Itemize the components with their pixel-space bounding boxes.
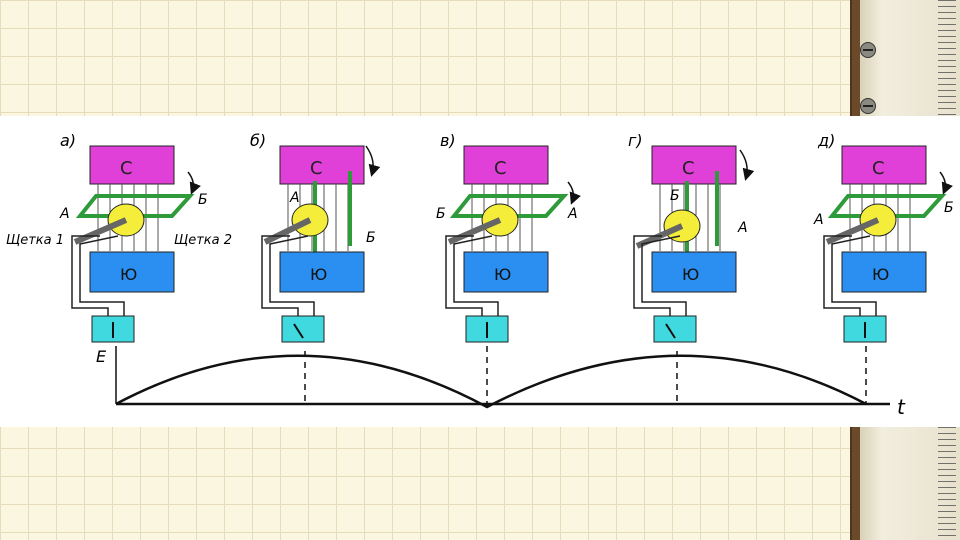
side-a-label: А [737, 220, 748, 236]
screw-icon [860, 42, 876, 58]
stage-label: г) [628, 131, 643, 150]
stage-label: в) [440, 131, 456, 150]
galvanometer [653, 315, 697, 343]
south-pole [841, 251, 927, 293]
galvanometer [281, 315, 325, 343]
south-pole [651, 251, 737, 293]
side-a-label: А [59, 206, 70, 222]
south-label: Ю [494, 265, 511, 284]
north-pole [463, 145, 549, 185]
north-label: С [872, 158, 885, 179]
emf-curve [115, 354, 867, 409]
stage-c: в) С Б А Ю [436, 131, 581, 343]
south-label: Ю [872, 265, 889, 284]
stage-label: б) [250, 131, 266, 150]
south-pole [279, 251, 365, 293]
diagram-panel: Е t а) С А Б Щетка 1 Щетка 2 Ю б) С [0, 116, 960, 427]
side-b-label: Б [198, 192, 208, 208]
emf-label: Е [96, 347, 107, 366]
shaft [73, 217, 128, 245]
north-pole [841, 145, 927, 185]
time-label: t [897, 395, 906, 419]
screw-icon [860, 98, 876, 114]
side-b-label: Б [366, 230, 376, 246]
south-pole [463, 251, 549, 293]
stage-a: а) С А Б Щетка 1 Щетка 2 Ю [6, 131, 232, 343]
stage-e: д) С А Б Ю [813, 131, 954, 343]
south-label: Ю [120, 265, 137, 284]
shaft [263, 217, 312, 245]
north-label: С [682, 158, 695, 179]
stage-b: б) С А Б Ю [250, 131, 381, 343]
north-pole [89, 145, 175, 185]
south-pole [89, 251, 175, 293]
stage-label: а) [60, 131, 76, 150]
generator-diagram: Е t а) С А Б Щетка 1 Щетка 2 Ю б) С [6, 131, 954, 419]
stage-d: г) С Б А Ю [628, 131, 755, 343]
ruler-decoration-top [850, 0, 960, 116]
shaft [447, 217, 502, 245]
north-pole [651, 145, 737, 185]
side-b-label: Б [944, 200, 954, 216]
shaft [825, 217, 880, 245]
north-label: С [310, 158, 323, 179]
brush2-label: Щетка 2 [174, 233, 232, 248]
side-a-label: А [289, 190, 300, 206]
ruler-decoration-bottom [850, 427, 960, 540]
side-a-label: А [813, 212, 824, 228]
north-label: С [120, 158, 133, 179]
side-a-label: А [567, 206, 578, 222]
south-label: Ю [682, 265, 699, 284]
brush1-label: Щетка 1 [6, 233, 64, 248]
stage-label: д) [817, 131, 835, 150]
side-b-label: Б [436, 206, 446, 222]
south-label: Ю [310, 265, 327, 284]
north-label: С [494, 158, 507, 179]
side-b-label: Б [670, 188, 680, 204]
